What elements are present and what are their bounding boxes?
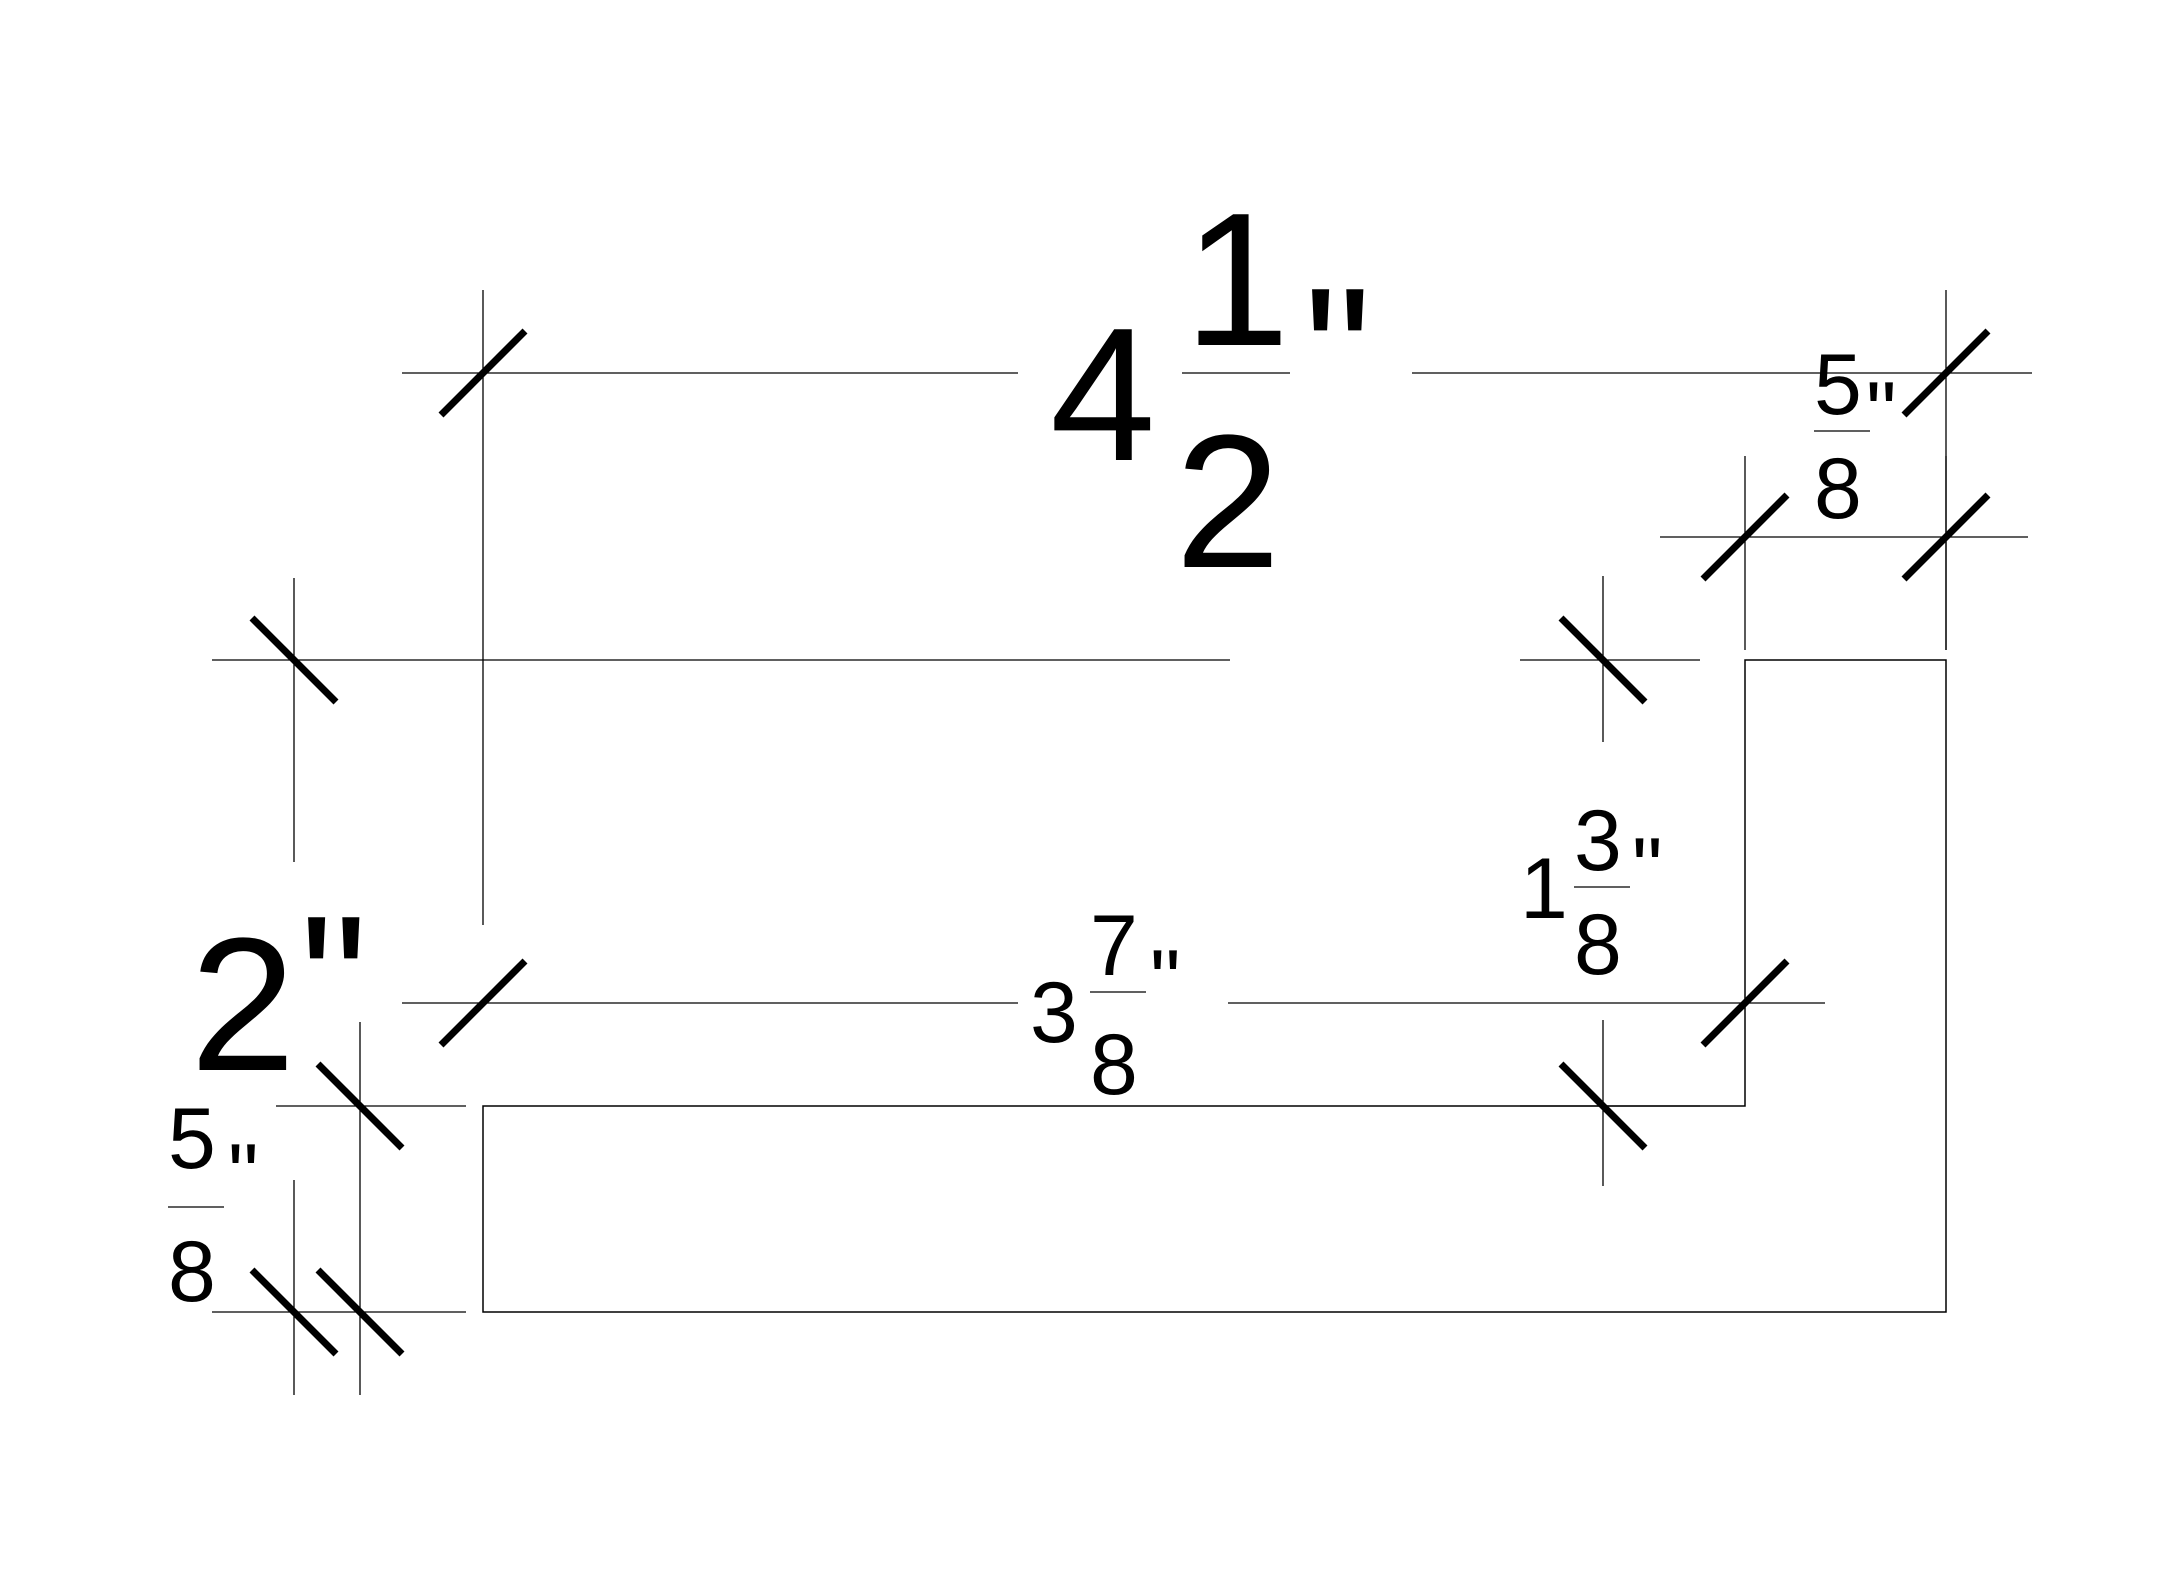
right-leg-height-unit: " — [1632, 821, 1663, 917]
bottom-thickness-unit: " — [228, 1127, 259, 1223]
right-leg-height-numerator: 3 — [1574, 793, 1622, 889]
dimension-tick — [1901, 328, 1991, 418]
inner-width-whole: 3 — [1030, 965, 1078, 1061]
dimension-tick — [1700, 492, 1790, 582]
inner-width-numerator: 7 — [1090, 898, 1138, 994]
top-right-gap-denominator: 8 — [1814, 441, 1862, 537]
inner-width-denominator: 8 — [1090, 1017, 1138, 1113]
l-profile-outline — [482, 659, 1947, 1313]
dimension-tick — [249, 615, 339, 705]
right-leg-height-denominator: 8 — [1574, 897, 1622, 993]
bottom-thickness-dimension: 5 8 " — [168, 1022, 466, 1395]
right-leg-height-whole: 1 — [1520, 841, 1568, 937]
dimension-tick — [438, 958, 528, 1048]
overall-width-numerator: 1 — [1184, 174, 1290, 386]
dimension-tick — [315, 1267, 405, 1357]
dimension-tick — [1558, 615, 1648, 705]
top-right-gap-numerator: 5 — [1814, 337, 1862, 433]
overall-width-dimension: 4 1 2 " — [402, 174, 2032, 925]
bottom-thickness-numerator: 5 — [168, 1091, 216, 1187]
dimension-tick — [1558, 1061, 1648, 1151]
top-right-gap-dimension: 5 8 " — [1660, 337, 2028, 650]
dimension-tick — [1901, 492, 1991, 582]
right-leg-height-dimension: 1 3 8 " — [1520, 576, 1700, 1186]
left-height-dimension: 2 " — [190, 578, 1230, 1395]
height-left-value: 2 — [190, 899, 296, 1111]
dimension-tick — [438, 328, 528, 418]
overall-width-whole: 4 — [1050, 289, 1156, 501]
height-left-unit: " — [300, 877, 367, 1089]
dimension-tick — [1700, 958, 1790, 1048]
inner-width-unit: " — [1150, 933, 1181, 1029]
dimension-tick — [315, 1061, 405, 1151]
bottom-thickness-denominator: 8 — [168, 1224, 216, 1320]
top-right-gap-unit: " — [1866, 365, 1897, 461]
overall-width-unit: " — [1304, 249, 1371, 461]
overall-width-denominator: 2 — [1175, 396, 1281, 608]
dimension-tick — [249, 1267, 339, 1357]
inner-width-dimension: 3 7 8 " — [402, 898, 1825, 1113]
